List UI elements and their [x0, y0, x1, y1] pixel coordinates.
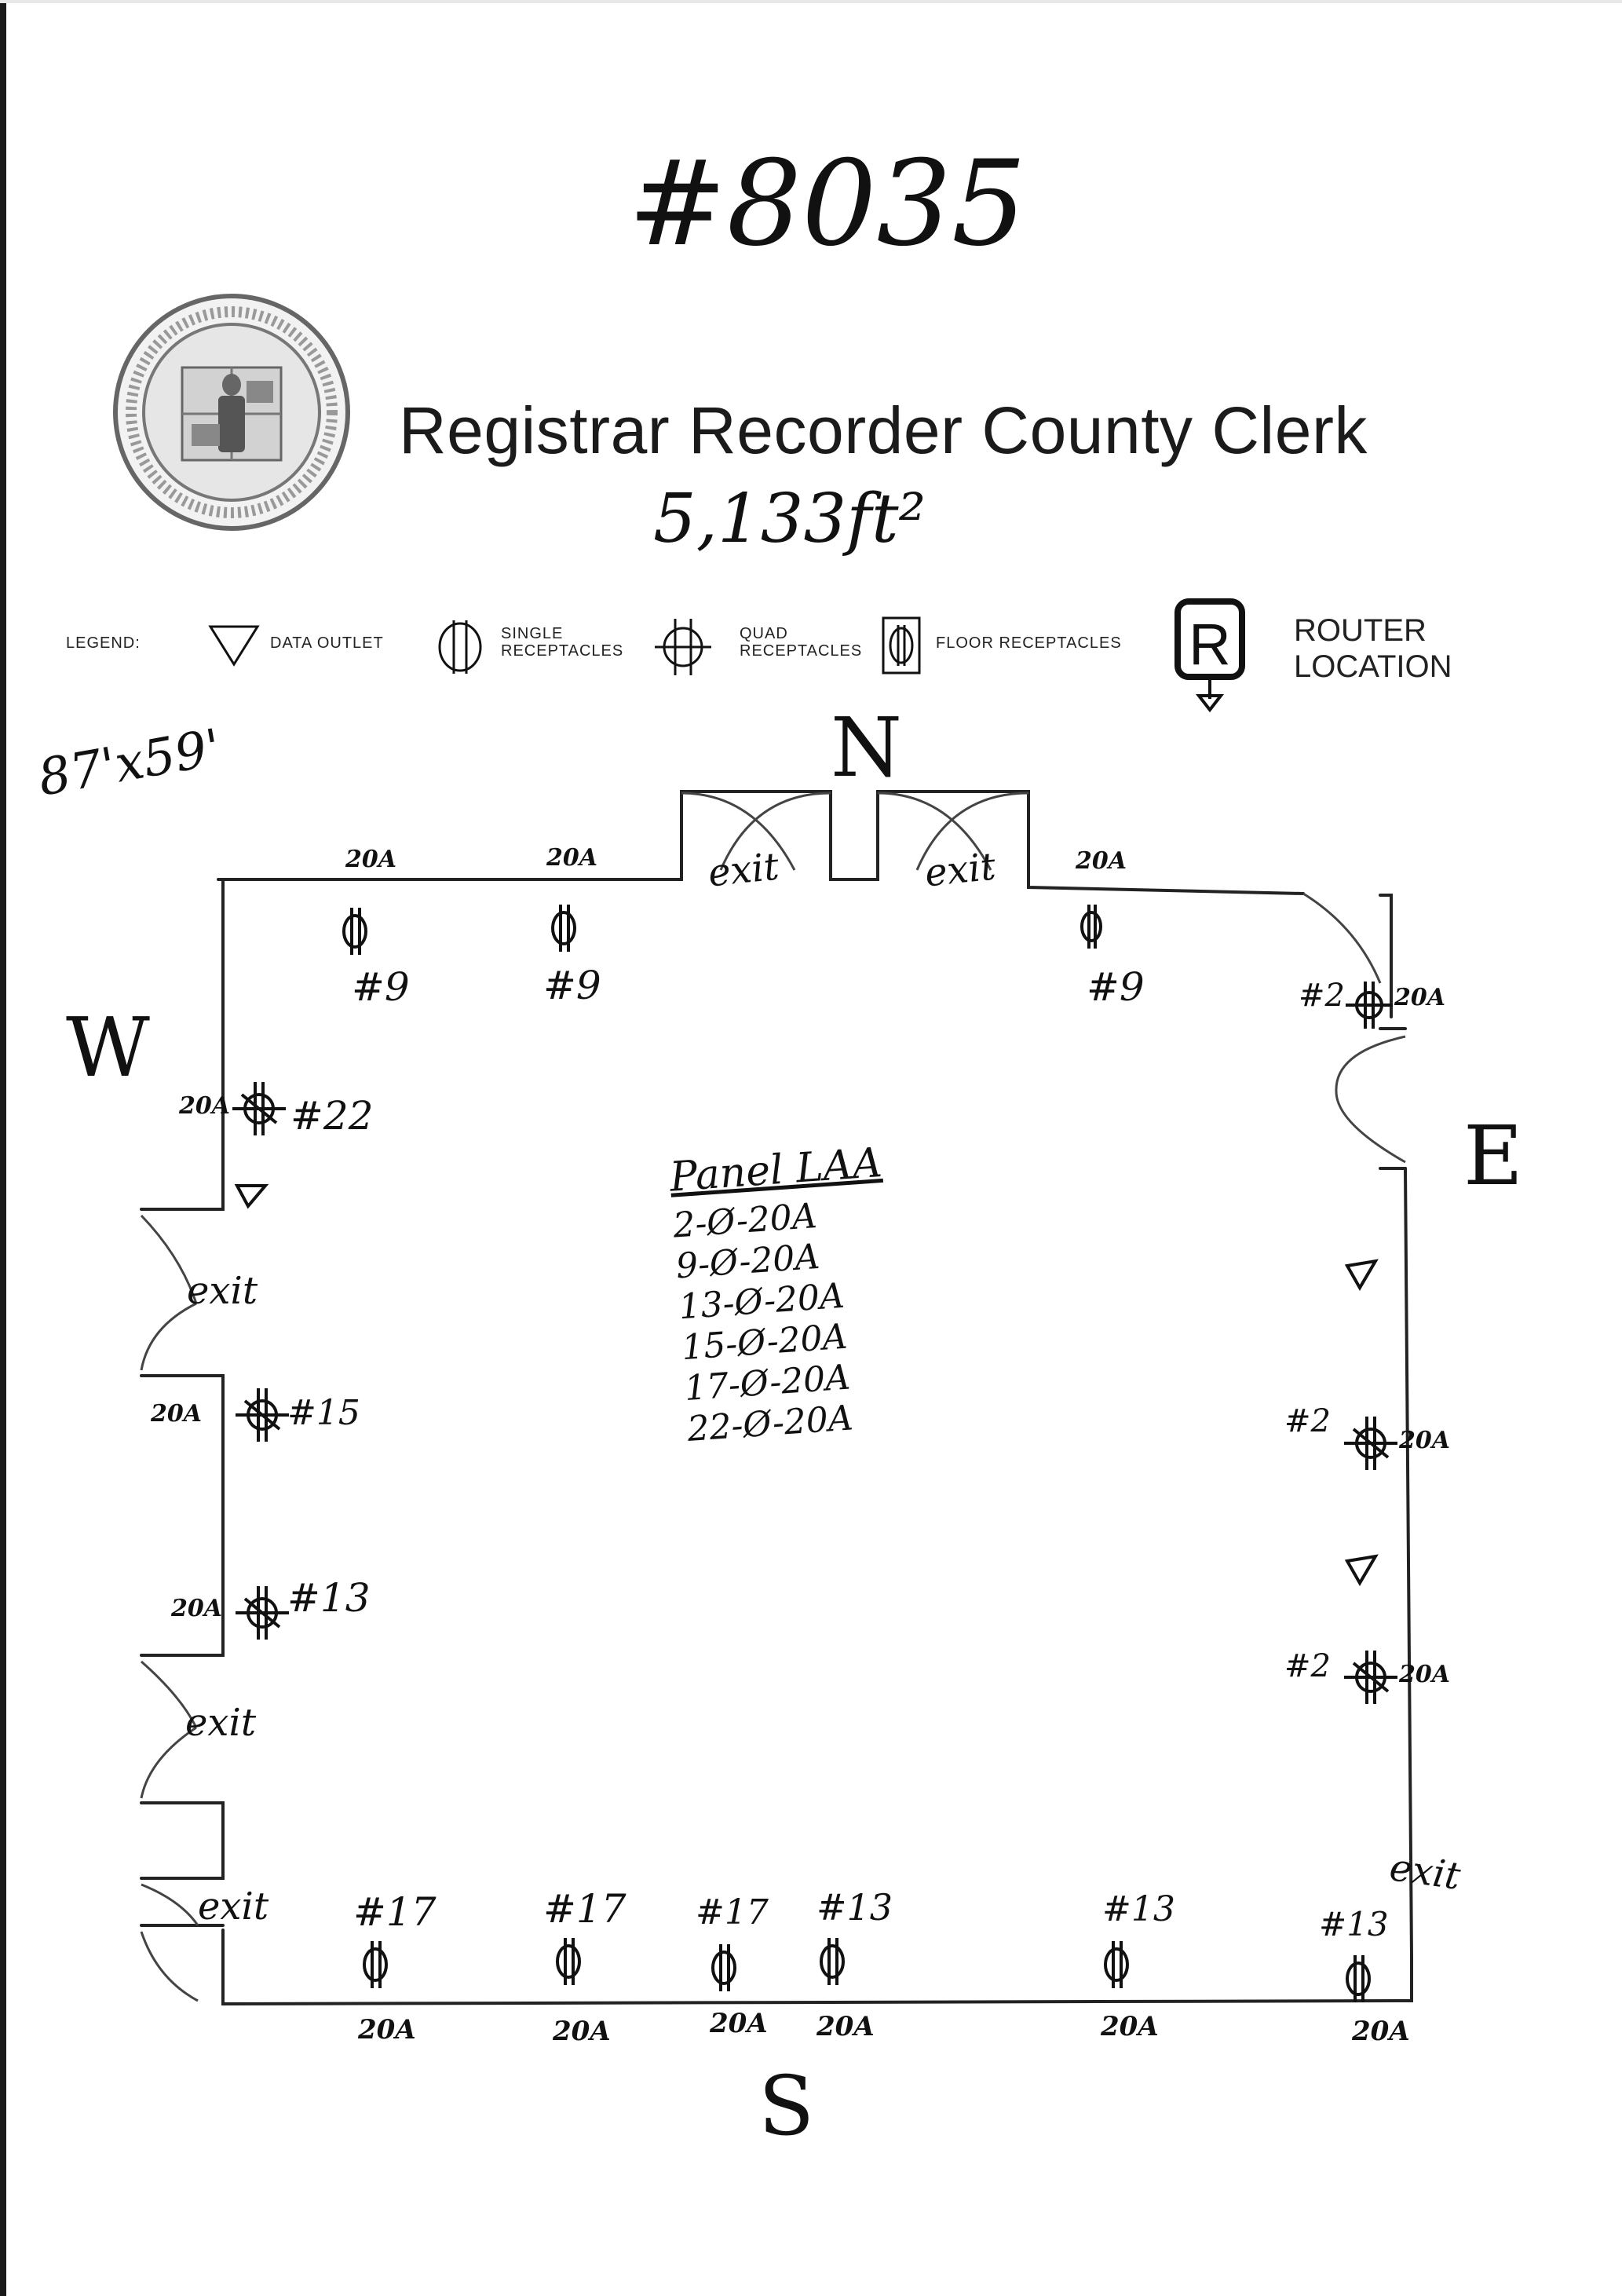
- quad-receptacle-w2: [236, 1388, 289, 1442]
- quad-receptacle-w3: [236, 1586, 289, 1640]
- north-circuit-1: #9: [352, 964, 410, 1010]
- data-outlet-legend-icon: [208, 625, 260, 667]
- west-lower-amp: 20A: [171, 1595, 223, 1622]
- west-lower-circuit: #13: [287, 1575, 371, 1621]
- west-middle-circuit: #15: [287, 1393, 360, 1433]
- north-circuit-2: #9: [543, 963, 601, 1008]
- south-amp-2: 20A: [553, 2016, 611, 2047]
- legend-router: ROUTER LOCATION: [1294, 612, 1452, 685]
- east-lower-circuit: #2: [1284, 1648, 1331, 1684]
- west-middle-amp: 20A: [151, 1400, 203, 1428]
- exit-west-2: exit: [185, 1701, 257, 1745]
- single-receptacle-s5: [1104, 1941, 1129, 1988]
- scan-edge: [0, 0, 6, 2296]
- receptacles: [232, 905, 1397, 2002]
- single-receptacle-s1: [363, 1941, 388, 1988]
- single-receptacle-n1: [342, 908, 367, 955]
- handwritten-title: #8035: [628, 136, 1027, 272]
- single-receptacle-s2: [556, 1938, 581, 1985]
- single-receptacle-s6: [1346, 1955, 1371, 2002]
- south-circuit-3: #17: [696, 1892, 769, 1932]
- north-circuit-3: #9: [1087, 964, 1145, 1010]
- south-circuit-6: #13: [1319, 1905, 1389, 1943]
- door-swings: [140, 792, 1406, 2002]
- single-receptacle-n2: [551, 905, 576, 952]
- east-lower-amp: 20A: [1399, 1661, 1451, 1688]
- north-amp-3: 20A: [1076, 847, 1127, 875]
- south-amp-3: 20A: [710, 2008, 768, 2039]
- south-circuit-2: #17: [543, 1886, 627, 1932]
- data-outlets: [234, 1184, 1379, 1586]
- south-amp-4: 20A: [816, 2011, 875, 2042]
- south-amp-5: 20A: [1101, 2011, 1159, 2042]
- scan-edge-top: [0, 0, 1622, 3]
- south-circuit-1: #17: [353, 1889, 437, 1935]
- area-label: 5,133ft²: [653, 480, 926, 558]
- legend-quad: QUAD RECEPTACLES: [740, 625, 862, 660]
- router-location-legend-icon: R: [1174, 598, 1245, 713]
- panel-circuit: 2-Ø-20A: [671, 1195, 819, 1246]
- south-amp-6: 20A: [1352, 2016, 1410, 2047]
- legend-router-line1: ROUTER: [1294, 613, 1427, 648]
- data-outlet-east-1: [1344, 1259, 1379, 1291]
- exit-southeast: exit: [1386, 1845, 1463, 1899]
- south-amp-1: 20A: [358, 2014, 416, 2046]
- west-top-circuit: #22: [290, 1093, 374, 1139]
- legend-quad-line1: QUAD: [740, 625, 788, 642]
- compass-south: S: [758, 2058, 815, 2154]
- single-receptacle-s3: [711, 1944, 736, 1991]
- quad-receptacle-w1: [232, 1082, 286, 1135]
- south-circuit-5: #13: [1102, 1889, 1175, 1929]
- room-walls: [140, 790, 1413, 2006]
- legend-floor: FLOOR RECEPTACLES: [936, 634, 1122, 652]
- compass-west: W: [66, 1000, 150, 1095]
- east-top-circuit: #2: [1299, 978, 1345, 1014]
- compass-north: N: [831, 700, 902, 795]
- east-middle-circuit: #2: [1284, 1403, 1331, 1439]
- legend-quad-line2: RECEPTACLES: [740, 642, 863, 660]
- exit-north-2: exit: [922, 844, 998, 896]
- exit-north-1: exit: [706, 844, 781, 896]
- compass-east: E: [1463, 1108, 1523, 1204]
- data-outlet-east-2: [1344, 1554, 1379, 1586]
- exit-southwest: exit: [198, 1885, 269, 1929]
- legend-single-line2: RECEPTACLES: [501, 642, 624, 660]
- panel-schedule: Panel LAA 2-Ø-20A 9-Ø-20A 13-Ø-20A 15-Ø-…: [668, 1139, 901, 1450]
- legend-label: LEGEND:: [66, 634, 141, 652]
- single-receptacle-s4: [820, 1938, 845, 1985]
- south-circuit-4: #13: [816, 1886, 893, 1929]
- north-amp-2: 20A: [546, 844, 598, 872]
- organization-name: Registrar Recorder County Clerk: [399, 393, 1368, 467]
- county-seal-logo: [113, 294, 350, 531]
- data-outlet-west: [234, 1184, 269, 1209]
- legend-router-line2: LOCATION: [1294, 649, 1452, 684]
- north-amp-1: 20A: [345, 846, 397, 873]
- quad-receptacle-e1: [1346, 982, 1393, 1029]
- east-top-amp: 20A: [1394, 984, 1446, 1011]
- west-top-amp: 20A: [179, 1092, 231, 1120]
- legend-single-line1: SINGLE: [501, 625, 564, 642]
- floor-receptacle-legend-icon: [882, 616, 921, 675]
- single-receptacle-legend-icon: [438, 620, 482, 674]
- quad-receptacle-e3: [1344, 1651, 1397, 1704]
- quad-receptacle-legend-icon: [655, 619, 711, 675]
- router-symbol: R: [1189, 612, 1230, 677]
- east-middle-amp: 20A: [1399, 1427, 1451, 1454]
- quad-receptacle-e2: [1344, 1417, 1397, 1470]
- legend-single: SINGLE RECEPTACLES: [501, 625, 623, 660]
- legend-data-outlet: DATA OUTLET: [270, 634, 384, 652]
- single-receptacle-n3: [1080, 905, 1102, 949]
- exit-west-1: exit: [187, 1269, 258, 1313]
